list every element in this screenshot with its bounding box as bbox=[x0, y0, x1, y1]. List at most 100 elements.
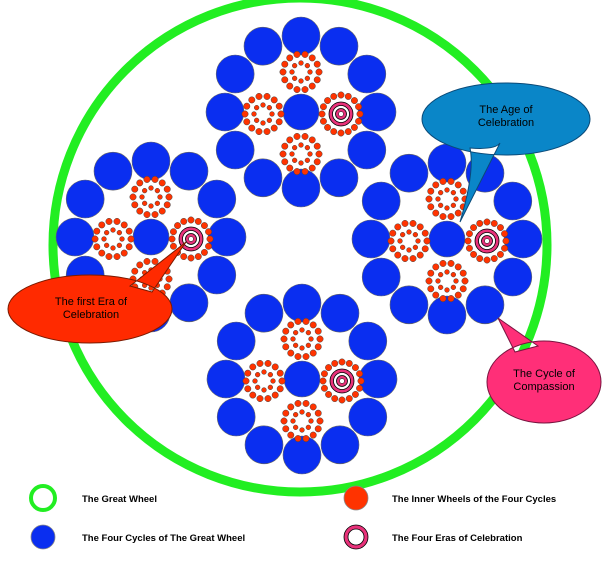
inner-wheel-inner-dot bbox=[289, 151, 295, 157]
inner-wheel-outer-dot bbox=[158, 207, 166, 215]
inner-wheel-outer-dot bbox=[313, 158, 321, 166]
cycle-outer-circle bbox=[320, 425, 360, 465]
era-outer-dot bbox=[205, 242, 213, 250]
inner-wheel-inner-dot bbox=[304, 75, 311, 82]
inner-wheel-outer-dot bbox=[131, 185, 139, 193]
inner-wheel-outer-dot bbox=[432, 209, 440, 217]
cycle-2 bbox=[55, 141, 247, 333]
cycle-outer-circle bbox=[389, 285, 429, 325]
inner-wheel-inner-dot bbox=[299, 409, 305, 415]
callout-age-bubble bbox=[421, 82, 591, 223]
inner-wheel-outer-dot bbox=[423, 237, 431, 245]
era-outer-dot bbox=[180, 253, 188, 261]
inner-wheel-inner-dot bbox=[290, 418, 296, 424]
inner-wheel-outer-dot bbox=[163, 201, 171, 209]
inner-wheel-outer-dot bbox=[308, 136, 316, 144]
cycle-center-circle bbox=[283, 360, 321, 398]
inner-wheel-outer-dot bbox=[432, 291, 440, 299]
era-outer-dot bbox=[490, 219, 498, 227]
inner-wheel-outer-dot bbox=[91, 235, 99, 243]
era-ring-center bbox=[338, 111, 344, 117]
inner-wheel-outer-dot bbox=[301, 86, 309, 93]
inner-wheel-outer-dot bbox=[277, 110, 285, 118]
era-outer-dot bbox=[355, 103, 363, 111]
inner-wheel-outer-dot bbox=[459, 285, 467, 293]
inner-wheel-inner-dot bbox=[292, 329, 299, 336]
inner-wheel-outer-dot bbox=[286, 82, 294, 90]
inner-wheel-outer-dot bbox=[256, 395, 264, 402]
inner-wheel-outer-dot bbox=[275, 118, 283, 126]
era-outer-dot bbox=[501, 244, 509, 252]
inner-wheel-inner-dot bbox=[298, 142, 304, 148]
inner-wheel-outer-dot bbox=[271, 391, 279, 399]
inner-wheel-outer-dot bbox=[281, 76, 289, 84]
cycle-outer-circle bbox=[320, 293, 360, 333]
inner-wheel-outer-dot bbox=[387, 237, 395, 245]
inner-wheel-outer-dot bbox=[294, 400, 302, 407]
inner-wheel-inner-dot bbox=[254, 371, 261, 378]
inner-wheel-outer-dot bbox=[165, 275, 173, 283]
cycle-outer-circle bbox=[357, 92, 397, 132]
inner-wheel-outer-dot bbox=[280, 335, 288, 343]
era-outer-dot bbox=[320, 384, 328, 392]
inner-wheel-outer-dot bbox=[394, 223, 402, 231]
inner-wheel-inner-dot bbox=[116, 242, 123, 249]
inner-wheel-outer-dot bbox=[454, 291, 462, 299]
inner-wheel-inner-dot bbox=[261, 369, 267, 375]
inner-wheel-inner-dot bbox=[437, 271, 444, 278]
inner-wheel-inner-dot bbox=[406, 247, 412, 253]
legend-label-four-eras: The Four Eras of Celebration bbox=[392, 533, 523, 544]
era-outer-dot bbox=[168, 235, 176, 243]
cycle-outer-circle bbox=[347, 130, 387, 170]
era-outer-dot bbox=[355, 117, 363, 125]
inner-wheel-outer-dot bbox=[314, 425, 322, 433]
cycle-outer-circle bbox=[361, 257, 401, 297]
era-outer-dot bbox=[169, 228, 177, 236]
inner-wheel-inner-dot bbox=[251, 111, 257, 117]
era-outer-dot bbox=[496, 250, 504, 258]
inner-wheel-outer-dot bbox=[287, 321, 295, 329]
inner-wheel-outer-dot bbox=[294, 435, 302, 442]
inner-wheel-inner-dot bbox=[307, 69, 313, 75]
callout-first-era: The first Era of Celebration bbox=[7, 241, 187, 344]
inner-wheel-outer-dot bbox=[282, 425, 290, 433]
cycle-outer-circle bbox=[282, 435, 322, 475]
inner-wheel-outer-dot bbox=[294, 353, 302, 360]
era-outer-dot bbox=[337, 129, 345, 137]
inner-wheel-outer-dot bbox=[105, 218, 113, 225]
inner-wheel-outer-dot bbox=[302, 435, 310, 442]
inner-wheel-outer-dot bbox=[93, 227, 101, 235]
era-outer-dot bbox=[319, 377, 327, 385]
inner-wheel-outer-dot bbox=[244, 385, 252, 393]
inner-wheel-inner-dot bbox=[453, 278, 459, 284]
inner-wheel-outer-dot bbox=[270, 124, 278, 132]
cycle-outer-circle bbox=[243, 158, 283, 198]
cycle-outer-circle bbox=[389, 153, 429, 193]
cycle-outer-circle bbox=[348, 397, 388, 437]
inner-wheel-outer-dot bbox=[308, 54, 316, 62]
inner-wheel-outer-dot bbox=[439, 260, 447, 267]
inner-wheel-outer-dot bbox=[439, 178, 447, 185]
era-outer-dot bbox=[357, 377, 365, 385]
inner-wheel-inner-dot bbox=[269, 111, 275, 117]
era-outer-dot bbox=[194, 217, 202, 225]
era-outer-dot bbox=[331, 395, 339, 403]
callout-compassion-bubble bbox=[486, 317, 602, 424]
inner-wheel-outer-dot bbox=[248, 96, 256, 104]
inner-wheel-outer-dot bbox=[281, 142, 289, 150]
inner-wheel-outer-dot bbox=[313, 142, 321, 150]
inner-wheel-inner-dot bbox=[444, 269, 450, 275]
inner-wheel-outer-dot bbox=[401, 255, 409, 262]
inner-wheel-outer-dot bbox=[309, 431, 317, 439]
era-outer-dot bbox=[356, 384, 364, 392]
inner-wheel-outer-dot bbox=[113, 253, 121, 260]
era-ring-center bbox=[188, 236, 194, 242]
inner-wheel-inner-dot bbox=[291, 62, 298, 69]
inner-wheel-inner-dot bbox=[141, 187, 148, 194]
era-outer-dot bbox=[318, 110, 326, 118]
inner-wheel-outer-dot bbox=[120, 221, 128, 229]
inner-wheel-inner-dot bbox=[308, 336, 314, 342]
cycle-outer-circle bbox=[281, 16, 321, 56]
era-outer-dot bbox=[501, 230, 509, 238]
inner-wheel-inner-dot bbox=[291, 75, 298, 82]
